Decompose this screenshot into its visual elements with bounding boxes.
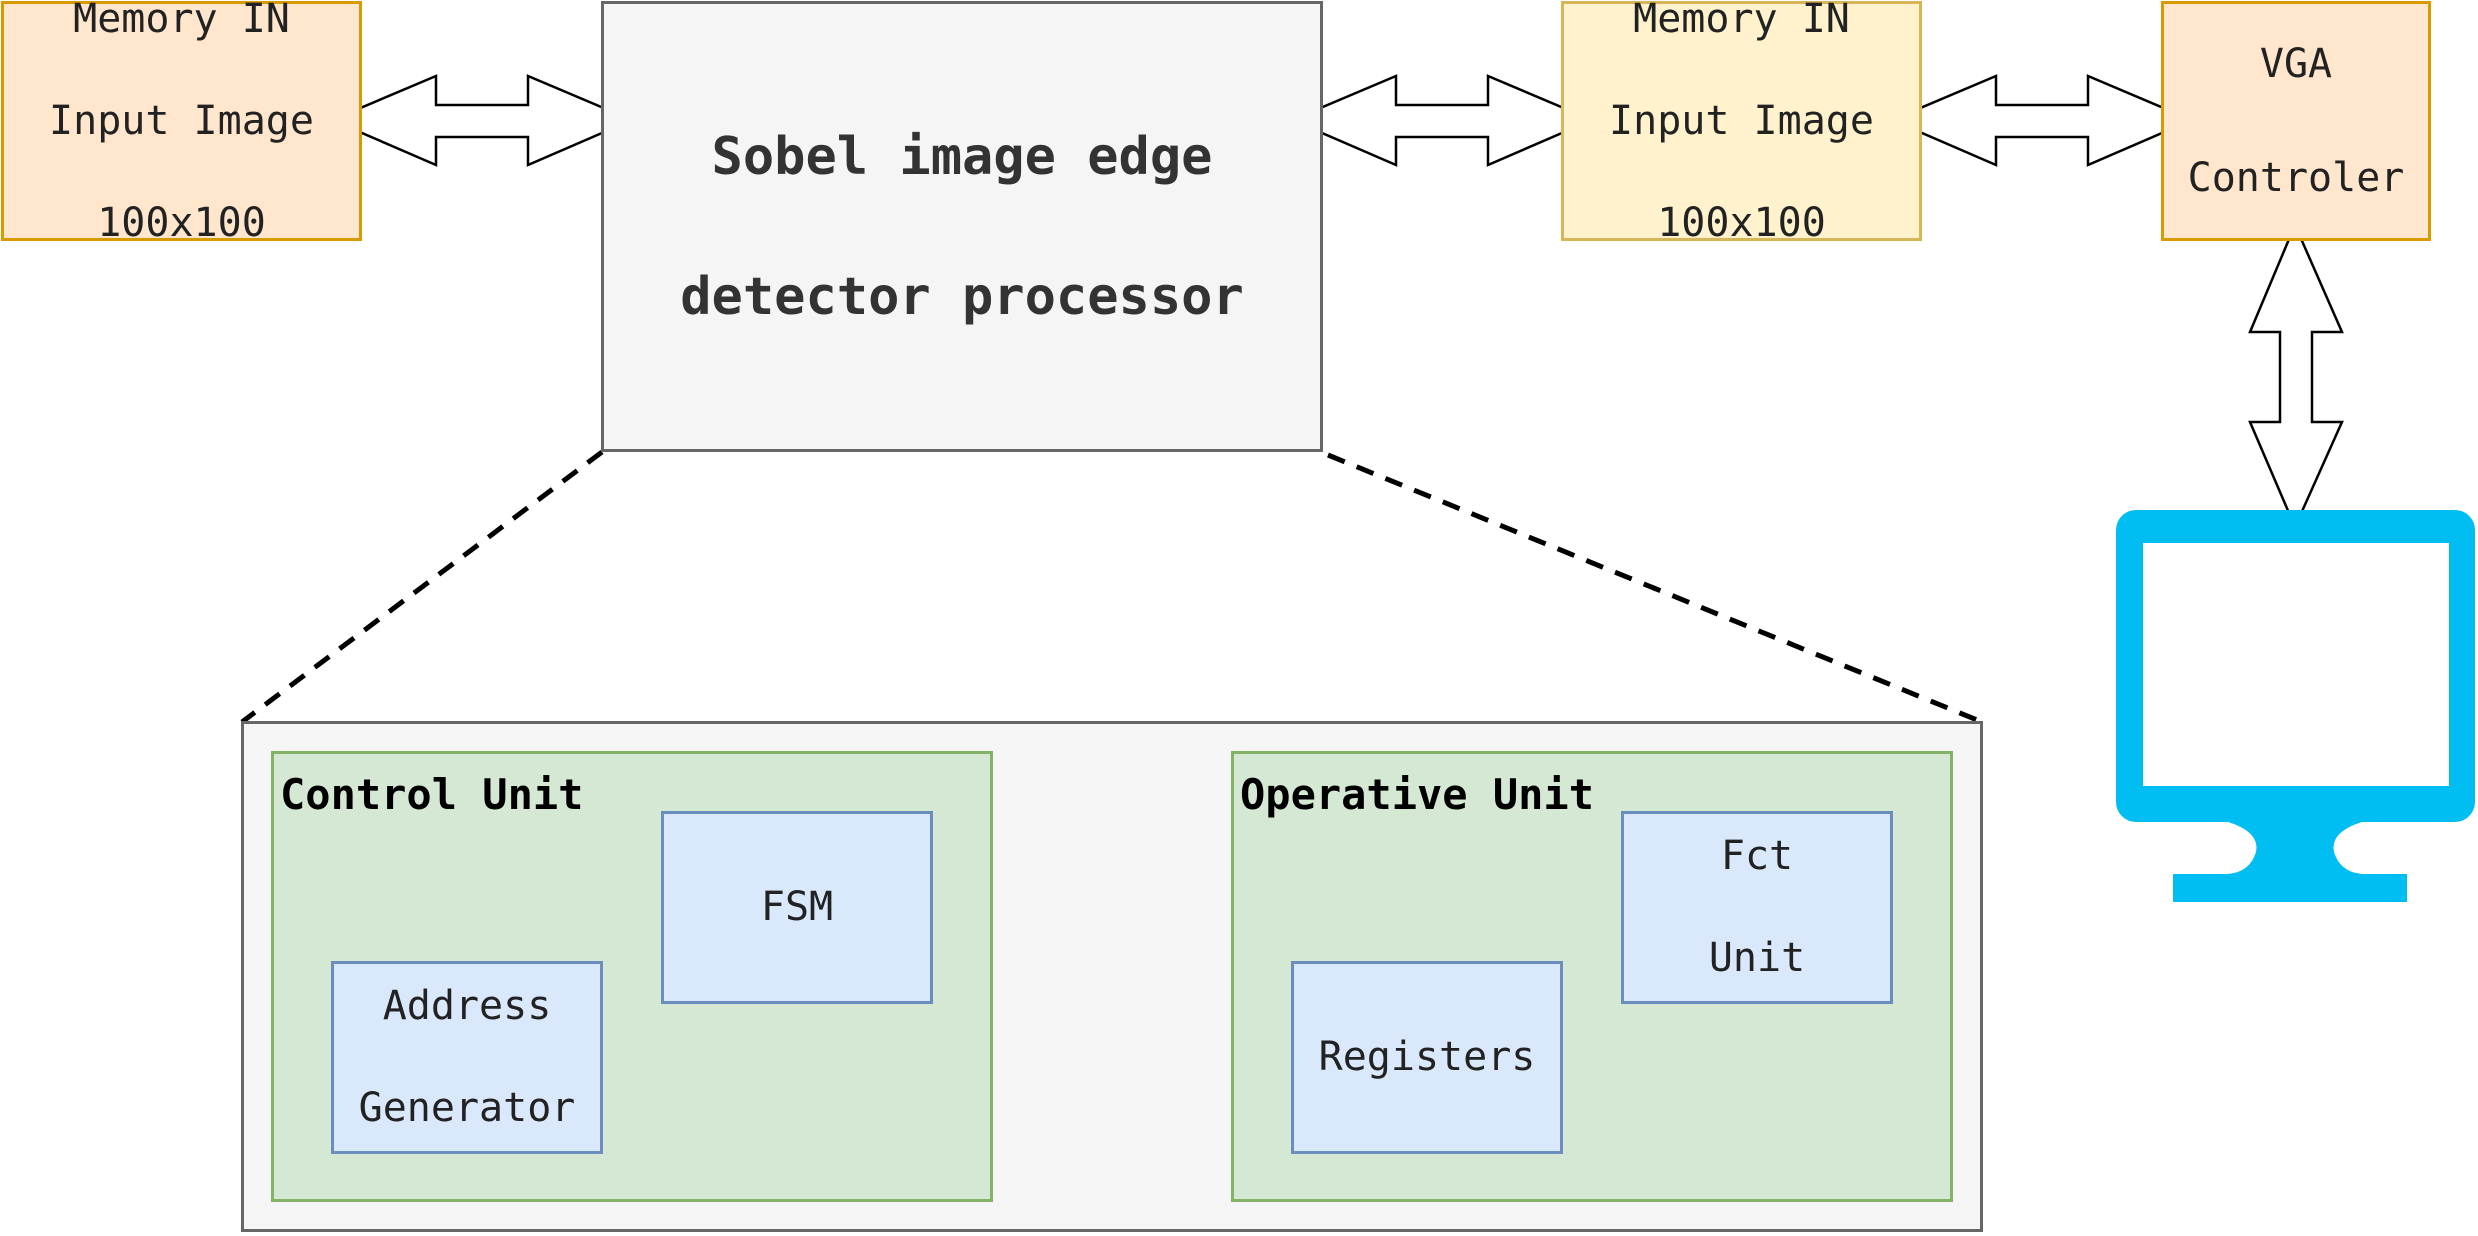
operative-unit-title: Operative Unit	[1240, 770, 1595, 819]
address-generator-line1: Address	[382, 983, 552, 1029]
memory-in-line2: Input Image	[49, 97, 314, 144]
address-generator-box: Address Generator	[331, 961, 603, 1154]
zoom-line-left	[240, 450, 604, 724]
double-arrow-processor-memory	[1288, 74, 1596, 167]
memory-out-line3: 100x100	[1657, 199, 1826, 246]
fsm-label: FSM	[760, 884, 834, 930]
processor-line1: Sobel image edge	[711, 126, 1213, 187]
control-unit-title: Control Unit	[280, 770, 584, 819]
memory-in-line1: Memory IN	[73, 0, 290, 42]
vga-line2: Controler	[2187, 154, 2405, 201]
sobel-processor-box: Sobel image edge detector processor	[601, 1, 1323, 452]
processor-line2: detector processor	[680, 266, 1244, 327]
memory-in-box: Memory IN Input Image 100x100	[1, 0, 362, 246]
memory-out-line1: Memory IN	[1633, 0, 1850, 42]
memory-out-box: Memory IN Input Image 100x100	[1561, 0, 1922, 246]
double-arrow-memory-vga	[1888, 74, 2196, 167]
memory-out-line2: Input Image	[1609, 97, 1874, 144]
registers-box: Registers	[1291, 961, 1563, 1154]
vga-controller-box: VGA Controler	[2161, 1, 2431, 241]
registers-label: Registers	[1318, 1034, 1536, 1080]
fct-unit-line1: Fct	[1720, 833, 1794, 879]
fsm-box: FSM	[661, 811, 933, 1004]
double-arrow-memory-processor	[328, 74, 636, 167]
address-generator-line2: Generator	[358, 1085, 576, 1131]
monitor-icon	[2116, 510, 2475, 902]
fct-unit-box: Fct Unit	[1621, 811, 1893, 1004]
zoom-line-right	[1327, 452, 1983, 725]
memory-in-line3: 100x100	[97, 199, 266, 246]
double-arrow-vga-monitor	[2248, 221, 2344, 531]
vga-line1: VGA	[2259, 40, 2333, 87]
fct-unit-line2: Unit	[1708, 935, 1806, 981]
